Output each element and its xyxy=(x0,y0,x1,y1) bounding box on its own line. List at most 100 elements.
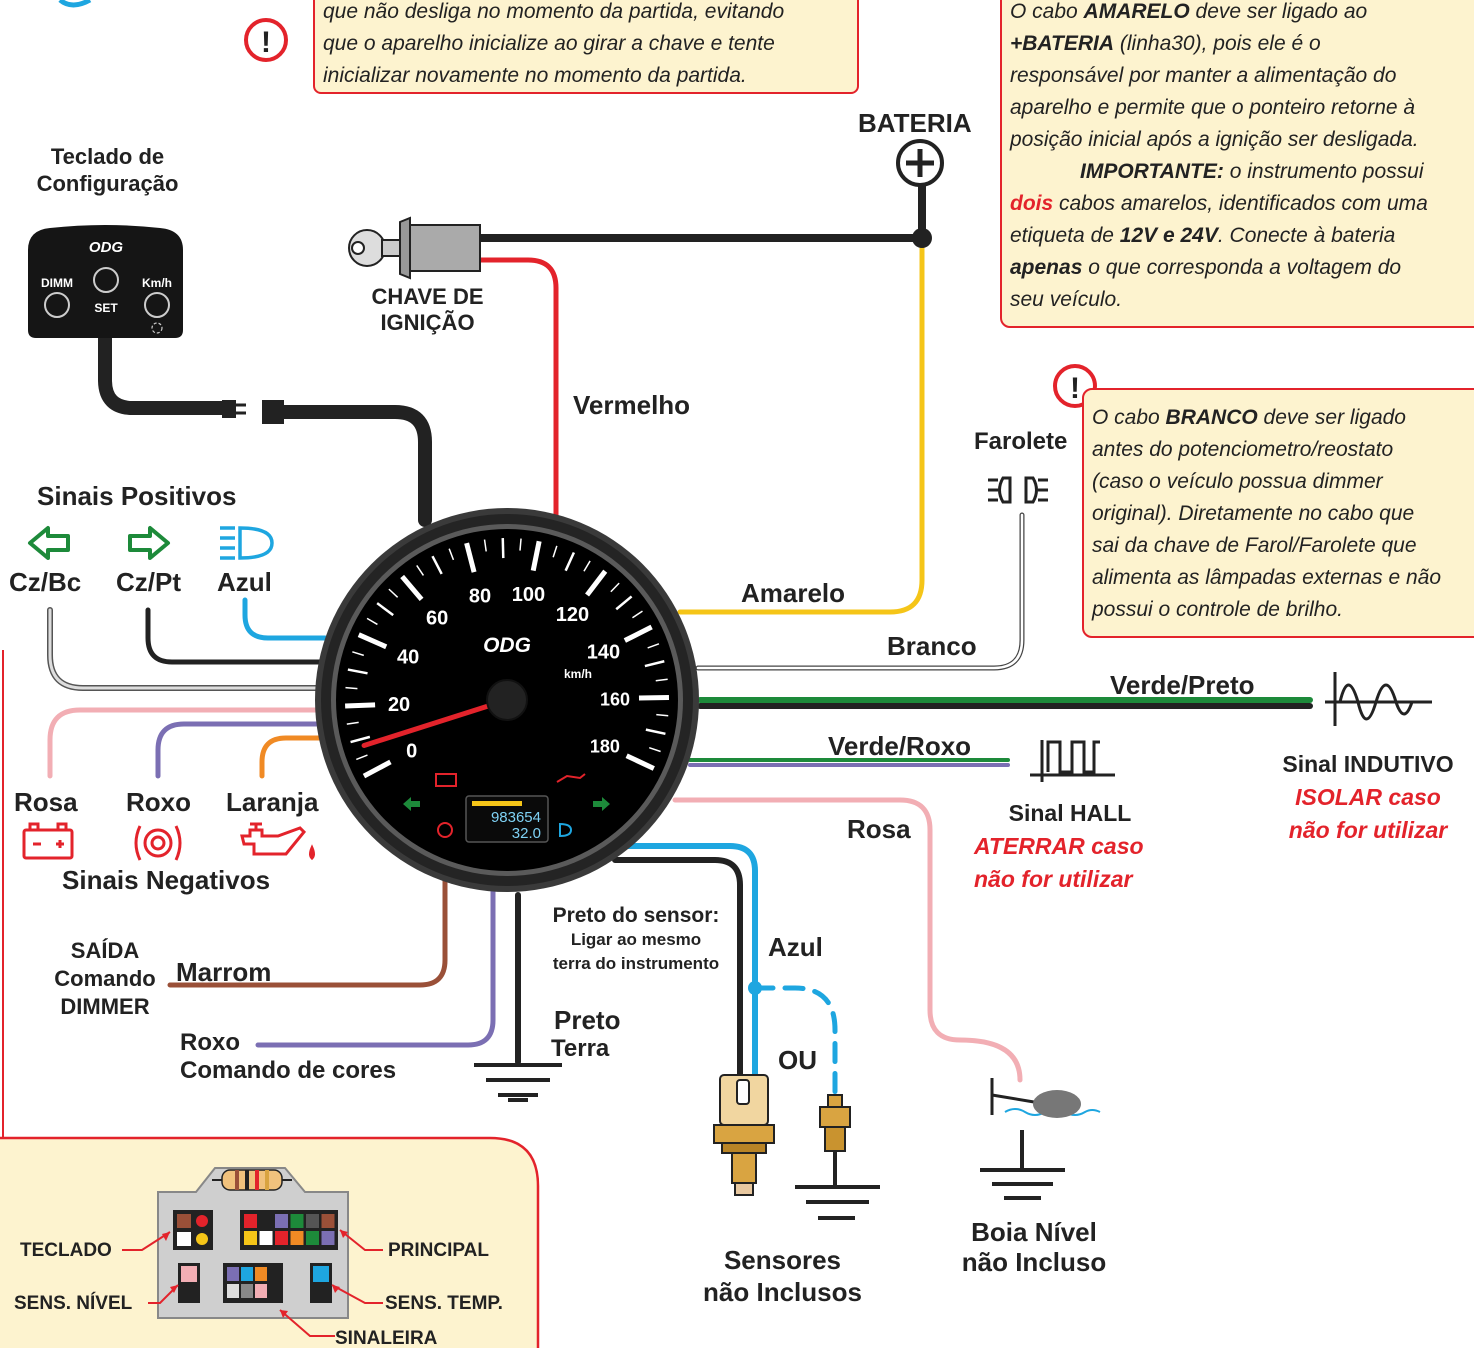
dimmer-line: DIMMER xyxy=(35,993,175,1021)
gauge-tick-label: 20 xyxy=(388,694,410,716)
inductive-note: ISOLAR caso xyxy=(1268,781,1468,814)
gray-wire xyxy=(50,610,330,688)
keypad-device: ODG DIMM SET Km/h xyxy=(28,225,183,338)
connector-sinaleira-label: SINALEIRA xyxy=(335,1328,437,1350)
keypad-cable xyxy=(105,330,225,408)
temperature-sensor-icon xyxy=(714,1075,774,1195)
connector-pin xyxy=(275,1231,288,1245)
rosa-label: Rosa xyxy=(14,787,78,818)
note-line: que o aparelho inicialize ao girar a cha… xyxy=(323,28,857,60)
note-line: inicializar novamente no momento da part… xyxy=(323,60,857,92)
battery-icon xyxy=(24,824,72,858)
gauge-tick-label: 100 xyxy=(512,584,545,606)
note-line: aparelho e permite que o ponteiro retorn… xyxy=(1010,92,1474,124)
azul-positive-label: Azul xyxy=(217,567,272,598)
gauge-minor-tick xyxy=(503,538,504,558)
top-left-fragment xyxy=(60,0,90,5)
dimmer-line: Comando xyxy=(35,965,175,993)
gauge-tick-label: 80 xyxy=(469,585,491,607)
trip-value: 32.0 xyxy=(512,825,541,842)
white-wire-label: Branco xyxy=(887,631,977,662)
battery-label: BATERIA xyxy=(858,108,972,139)
laranja-label: Laranja xyxy=(226,787,319,818)
note-yellow-cable: O cabo AMARELO deve ser ligado ao +BATER… xyxy=(1000,0,1474,328)
note-text: O cabo xyxy=(1010,0,1084,23)
gauge-tick-label: 0 xyxy=(406,741,417,763)
gauge-logo: ODG xyxy=(483,634,531,657)
connector-pin xyxy=(322,1231,335,1245)
note-white-cable: O cabo BRANCO deve ser ligado antes do p… xyxy=(1082,388,1474,638)
set-label: SET xyxy=(94,301,118,315)
note-emph: IMPORTANTE: xyxy=(1080,160,1224,183)
keypad-cable-2 xyxy=(270,412,425,520)
sender-unit-icon xyxy=(820,1095,850,1151)
warning-icon-top: ! xyxy=(246,20,286,60)
note-line: sai da chave de Farol/Farolete que xyxy=(1092,530,1474,562)
hall-signal-icon xyxy=(1030,740,1115,782)
float-line: não Incluso xyxy=(945,1247,1123,1277)
svg-text:!: ! xyxy=(261,26,271,59)
czbc-label: Cz/Bc xyxy=(9,567,81,598)
purple-bottom-wire xyxy=(258,890,493,1045)
note-top-center: que não desliga no momento da partida, e… xyxy=(313,0,859,94)
gauge-hub xyxy=(487,680,527,720)
keypad-plug xyxy=(222,400,284,424)
note-emph: +BATERIA xyxy=(1010,32,1114,55)
roxo-bottom-label: Roxo xyxy=(180,1029,240,1057)
connector-pin xyxy=(291,1214,304,1228)
sensor-note-line: Preto do sensor: xyxy=(540,904,732,928)
connector-pin xyxy=(244,1214,257,1228)
parking-light-icon xyxy=(988,478,1048,502)
inductive-title: Sinal INDUTIVO xyxy=(1268,748,1468,781)
ignition-label-line: CHAVE DE xyxy=(345,284,510,310)
kmh-label: Km/h xyxy=(142,276,172,290)
orange-wire xyxy=(262,738,322,776)
note-line: responsável por manter a alimentação do xyxy=(1010,60,1474,92)
color-command-label: Comando de cores xyxy=(180,1057,396,1085)
oil-can-icon xyxy=(242,824,314,858)
sensor-note-line: Ligar ao mesmo xyxy=(540,928,732,952)
gauge-tick-label: 140 xyxy=(587,641,620,663)
dimm-label: DIMM xyxy=(41,276,73,290)
note-line: (caso o veículo possua dimmer xyxy=(1092,466,1474,498)
note-text: . Conecte à bateria xyxy=(1218,224,1395,247)
dimmer-output-label: SAÍDA Comando DIMMER xyxy=(35,937,175,1021)
note-emph: dois xyxy=(1010,192,1053,215)
green-black-wire-label: Verde/Preto xyxy=(1110,670,1255,701)
sensors-label: Sensores não Inclusos xyxy=(690,1244,875,1308)
red-wire-label: Vermelho xyxy=(573,390,690,421)
note-emph: 12V e 24V xyxy=(1120,224,1218,247)
gauge-tick-label: 160 xyxy=(600,689,630,709)
connector-pin xyxy=(291,1231,304,1245)
ground-icon xyxy=(474,1065,562,1100)
connector-pin xyxy=(260,1231,273,1245)
note-emph: BRANCO xyxy=(1166,406,1258,429)
note-text: o instrumento possui xyxy=(1224,160,1424,183)
connector-pin xyxy=(275,1214,288,1228)
note-line: que não desliga no momento da partida, e… xyxy=(323,0,857,28)
connector-pin xyxy=(244,1231,257,1245)
note-line: original). Diretamente no cabo que xyxy=(1092,498,1474,530)
inductive-note: não for utilizar xyxy=(1268,814,1468,847)
connector-pin xyxy=(260,1214,273,1228)
hall-note: não for utilizar xyxy=(965,863,1175,896)
sensor-note-line: terra do instrumento xyxy=(540,952,732,976)
note-emph: AMARELO xyxy=(1084,0,1190,23)
float-icon xyxy=(992,1078,1100,1118)
inductive-signal-label: Sinal INDUTIVO ISOLAR caso não for utili… xyxy=(1268,748,1468,847)
note-line: seu veículo. xyxy=(1010,284,1474,316)
connector-pin xyxy=(306,1214,319,1228)
note-line: possui o controle de brilho. xyxy=(1092,594,1474,626)
connector-pin xyxy=(322,1214,335,1228)
gauge-major-tick xyxy=(345,705,375,706)
roxo-label: Roxo xyxy=(126,787,191,818)
note-line: posição inicial após a ignição ser desli… xyxy=(1010,124,1474,156)
ignition-key-icon xyxy=(349,218,480,278)
ignition-battery-wire xyxy=(480,180,922,238)
connector-pin xyxy=(306,1231,319,1245)
purple-wire xyxy=(158,724,320,776)
yellow-wire-label: Amarelo xyxy=(741,578,845,609)
right-arrow-green-icon xyxy=(130,528,168,558)
azul-sensor-label: Azul xyxy=(768,932,823,963)
